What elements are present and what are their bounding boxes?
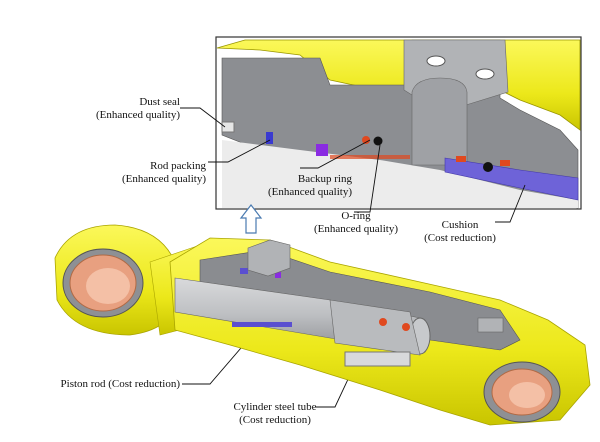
cushion-note: (Cost reduction) xyxy=(424,232,496,244)
o-ring-name: O-ring xyxy=(341,210,371,222)
label-dust-seal: Dust seal (Enhanced quality) xyxy=(60,96,180,122)
label-cushion: Cushion (Cost reduction) xyxy=(410,219,510,245)
zoom-arrow xyxy=(239,204,263,234)
rod-packing-name: Rod packing xyxy=(150,160,206,172)
piston-rod-name: Piston rod (Cost reduction) xyxy=(60,378,180,390)
dust-seal-name: Dust seal xyxy=(139,96,180,108)
backup-ring-note: (Enhanced quality) xyxy=(268,186,352,198)
inset-bolt-hole-1 xyxy=(426,55,446,67)
detail-inset xyxy=(215,36,582,210)
inset-backup-ring xyxy=(362,136,370,144)
inset-dust-seal xyxy=(221,121,235,133)
label-piston-rod: Piston rod (Cost reduction) xyxy=(40,378,180,391)
dust-seal-note: (Enhanced quality) xyxy=(96,109,180,121)
backup-ring-name: Backup ring xyxy=(297,173,352,185)
piston-head xyxy=(329,299,421,356)
inset-bolt-hole-2 xyxy=(475,68,495,80)
label-cylinder-tube: Cylinder steel tube (Cost reduction) xyxy=(215,401,335,427)
leader-lines xyxy=(180,107,526,408)
rod-packing-note: (Enhanced quality) xyxy=(122,173,206,185)
label-o-ring: O-ring (Enhanced quality) xyxy=(296,210,416,236)
inset-rod-packing xyxy=(266,132,273,144)
cylinder-assembly xyxy=(54,224,591,426)
port-block xyxy=(247,239,291,277)
o-ring-note: (Enhanced quality) xyxy=(314,223,398,235)
inset-o-ring xyxy=(373,136,383,146)
inset-rod-surface xyxy=(222,140,578,208)
cushion-name: Cushion xyxy=(441,219,479,231)
label-backup-ring: Backup ring (Enhanced quality) xyxy=(232,173,352,199)
cylinder-tube-note: (Cost reduction) xyxy=(239,414,311,426)
inset-purple-seal xyxy=(316,144,328,156)
inset-cushion xyxy=(444,157,579,201)
cylinder-tube-name: Cylinder steel tube xyxy=(233,401,317,413)
label-rod-packing: Rod packing (Enhanced quality) xyxy=(86,160,206,186)
